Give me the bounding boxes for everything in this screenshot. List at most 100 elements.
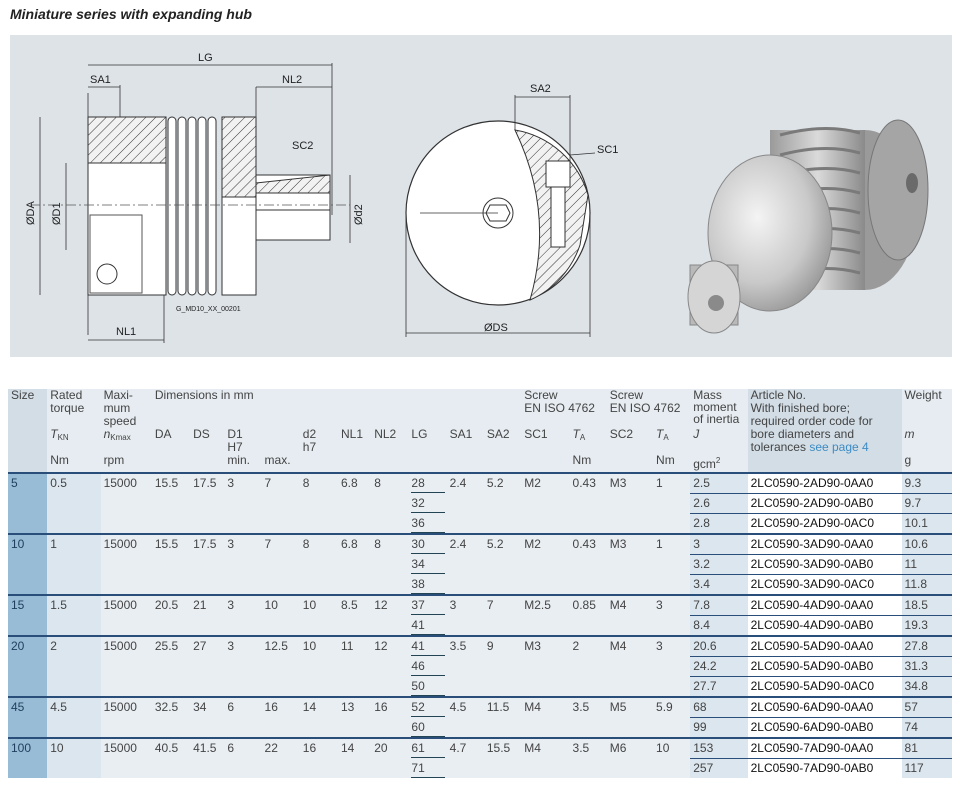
size-cell: 45 (8, 696, 48, 738)
inertia-cell: 153 (690, 737, 748, 759)
d1min-cell: 3 (224, 635, 262, 697)
da-cell: 15.5 (151, 533, 191, 595)
sa2-cell: 5.2 (483, 533, 522, 595)
article-number-cell: 2LC0590-4AD90-0AB0 (747, 615, 902, 636)
inertia-cell: 8.4 (690, 615, 748, 636)
lg-cell: 37 (408, 594, 447, 616)
d1max-cell: 16 (261, 696, 300, 738)
sa2-cell: 9 (483, 635, 522, 697)
lg-cell: 38 (408, 574, 447, 595)
sc1-cell: M4 (521, 696, 570, 738)
inertia-cell: 3 (690, 533, 748, 555)
nl2-cell: 12 (371, 635, 409, 697)
lg-value: 38 (411, 575, 446, 594)
weight-cell: 10.6 (901, 533, 952, 555)
size-cell: 20 (8, 635, 48, 697)
svg-text:SA2: SA2 (530, 83, 551, 95)
sc2-cell: M4 (606, 594, 654, 636)
d1min-cell: 6 (224, 737, 262, 778)
lg-value: 30 (411, 536, 446, 554)
nl1-cell: 8.5 (338, 594, 372, 636)
weight-cell: 10.1 (901, 513, 952, 534)
ta1-cell: 0.43 (569, 533, 607, 595)
d2-cell: 14 (299, 696, 338, 738)
speed-cell: 15000 (100, 533, 152, 595)
lg-value: 41 (411, 638, 446, 656)
size-cell: 5 (8, 472, 48, 534)
da-cell: 32.5 (151, 696, 191, 738)
size-cell: 15 (8, 594, 48, 636)
ta1-cell: 3.5 (569, 737, 607, 778)
speed-cell: 15000 (100, 737, 152, 778)
inertia-cell: 257 (690, 758, 748, 778)
weight-cell: 117 (901, 758, 952, 778)
svg-text:SA1: SA1 (90, 74, 111, 86)
svg-text:ØDS: ØDS (484, 322, 508, 334)
d1min-cell: 3 (224, 472, 262, 534)
article-number-cell: 2LC0590-2AD90-0AC0 (747, 513, 902, 534)
inertia-cell: 68 (690, 696, 748, 718)
svg-text:SC2: SC2 (292, 140, 313, 152)
lg-value: 60 (411, 718, 446, 737)
svg-text:G_MD10_XX_00201: G_MD10_XX_00201 (176, 306, 241, 313)
speed-cell: 15000 (100, 635, 152, 697)
inertia-cell: 2.6 (690, 493, 748, 514)
d2-cell: 8 (299, 533, 338, 595)
da-cell: 20.5 (151, 594, 191, 636)
article-number-cell: 2LC0590-5AD90-0AA0 (747, 635, 902, 657)
d1max-cell: 22 (261, 737, 300, 778)
weight-cell: 9.7 (901, 493, 952, 514)
ta2-cell: 1 (653, 533, 691, 595)
inertia-cell: 2.8 (690, 513, 748, 534)
weight-cell: 11.8 (901, 574, 952, 595)
weight-cell: 18.5 (901, 594, 952, 616)
sc1-cell: M2 (521, 472, 570, 534)
d1max-cell: 7 (261, 472, 300, 534)
ta2-cell: 3 (653, 594, 691, 636)
ta2-cell: 10 (653, 737, 691, 778)
lg-value: 37 (411, 597, 446, 615)
d2-cell: 16 (299, 737, 338, 778)
d1min-cell: 6 (224, 696, 262, 738)
lg-value: 32 (411, 494, 446, 513)
article-number-cell: 2LC0590-6AD90-0AB0 (747, 717, 902, 738)
nl2-cell: 8 (371, 472, 409, 534)
sa1-cell: 4.5 (446, 696, 484, 738)
ta2-cell: 5.9 (653, 696, 691, 738)
article-number-cell: 2LC0590-5AD90-0AB0 (747, 656, 902, 677)
size-cell: 100 (8, 737, 48, 778)
nl1-cell: 11 (338, 635, 372, 697)
svg-text:SC1: SC1 (597, 144, 618, 156)
speed-cell: 15000 (100, 594, 152, 636)
ta1-cell: 0.85 (569, 594, 607, 636)
page-title: Miniature series with expanding hub (10, 6, 252, 22)
lg-cell: 60 (408, 717, 447, 738)
technical-drawing: LG SA1 NL2 SC2 NL1 ØDA ØD1 Ød2 G_MD10_XX… (25, 52, 929, 343)
svg-text:LG: LG (198, 52, 213, 64)
sa1-cell: 2.4 (446, 472, 484, 534)
nl1-cell: 6.8 (338, 472, 372, 534)
inertia-cell: 3.4 (690, 574, 748, 595)
lg-cell: 46 (408, 656, 447, 677)
inertia-cell: 99 (690, 717, 748, 738)
drawing-panel: LG SA1 NL2 SC2 NL1 ØDA ØD1 Ød2 G_MD10_XX… (10, 35, 952, 357)
da-cell: 15.5 (151, 472, 191, 534)
front-view: SA2 SC1 ØDS (405, 83, 618, 337)
da-cell: 25.5 (151, 635, 191, 697)
sa2-cell: 15.5 (483, 737, 522, 778)
weight-cell: 57 (901, 696, 952, 718)
sa1-cell: 2.4 (446, 533, 484, 595)
inertia-cell: 20.6 (690, 635, 748, 657)
see-page-4-link[interactable]: see page 4 (809, 440, 869, 454)
sc1-cell: M4 (521, 737, 570, 778)
